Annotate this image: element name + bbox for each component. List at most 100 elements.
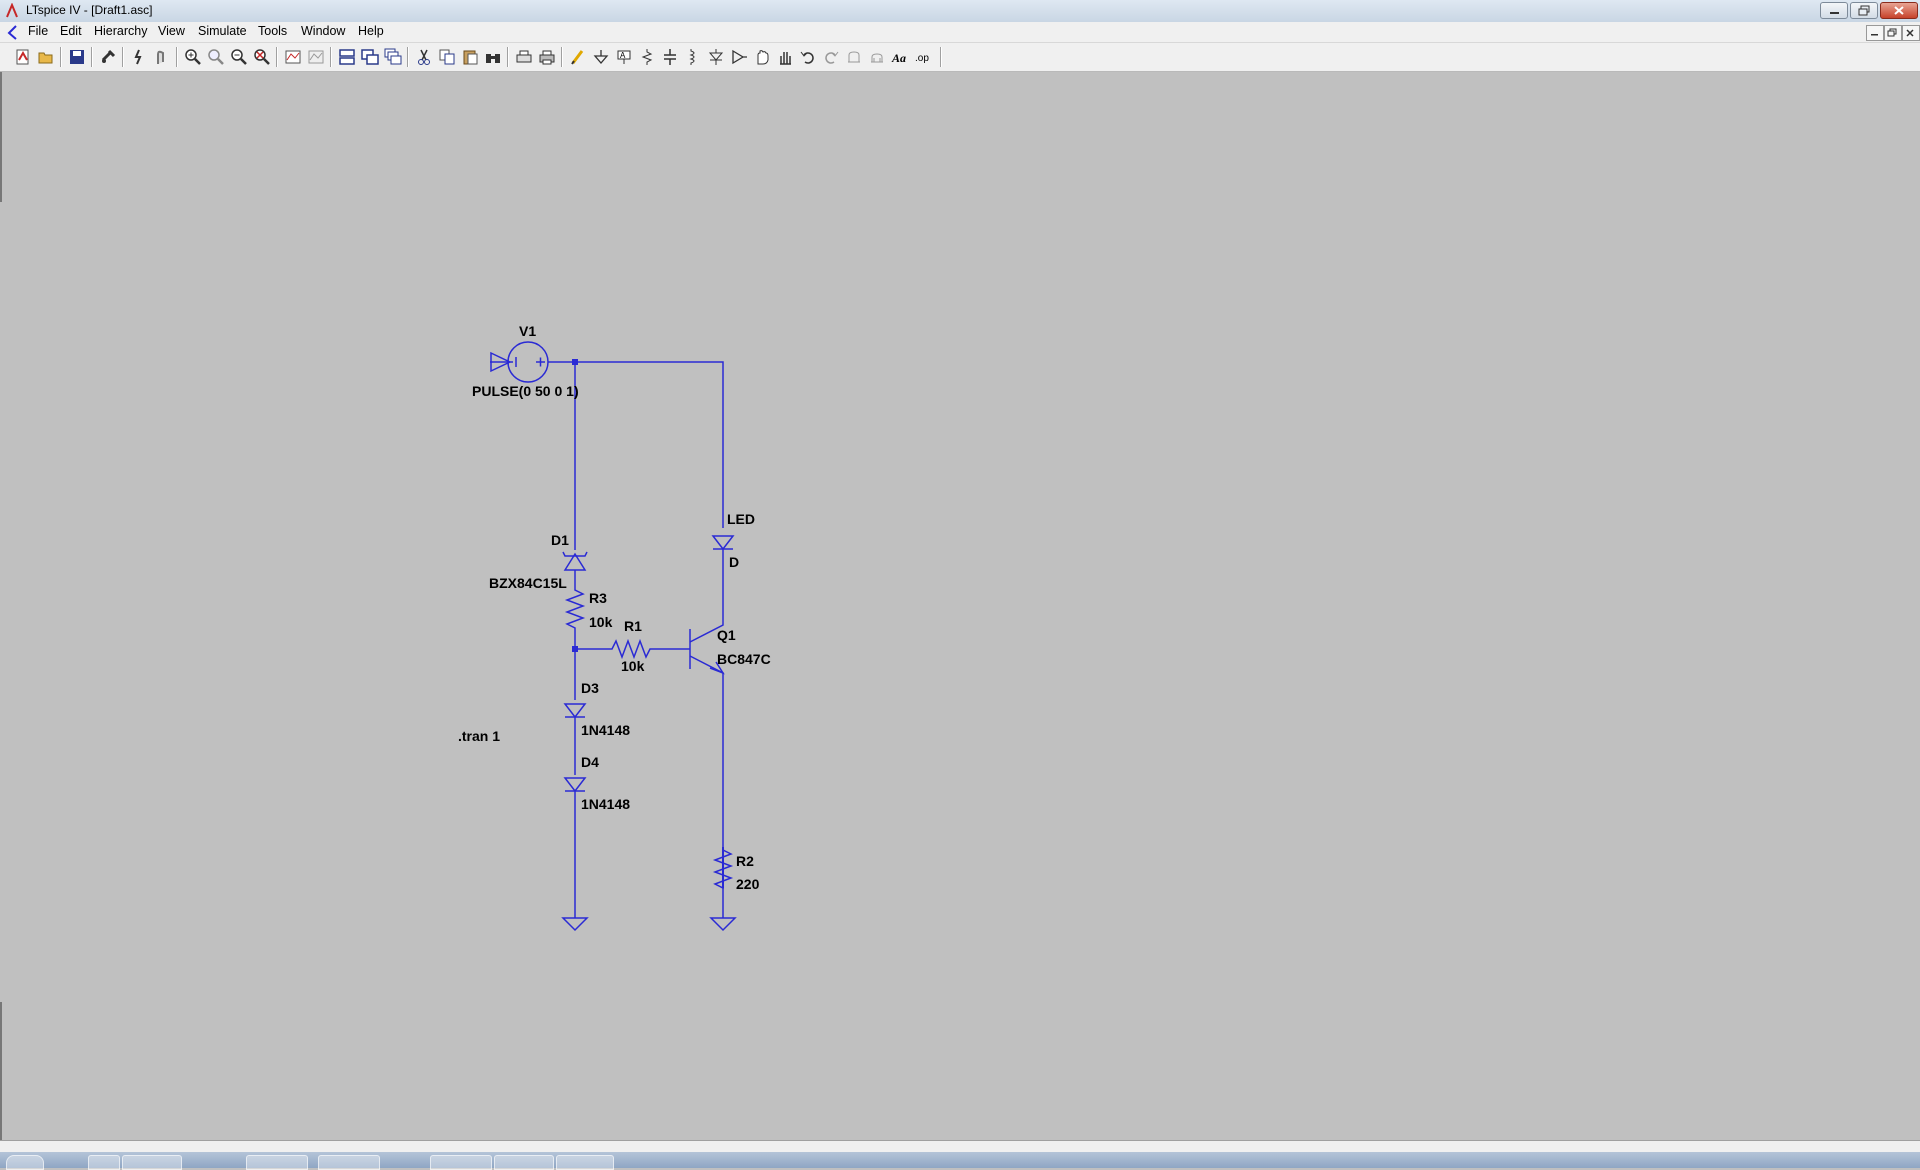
save-icon[interactable] (68, 48, 86, 66)
wire-top[interactable] (548, 361, 724, 528)
close-button[interactable] (1880, 2, 1918, 19)
ground-right[interactable] (709, 917, 737, 932)
d1-zener-diode[interactable] (562, 551, 588, 584)
undo-icon[interactable] (799, 48, 817, 66)
ground-left[interactable] (561, 847, 589, 932)
d3-value-label[interactable]: 1N4148 (581, 722, 630, 738)
v1-value-label[interactable]: PULSE(0 50 0 1) (472, 383, 579, 399)
window-title: LTspice IV - [Draft1.asc] (26, 3, 153, 17)
d4-value-label[interactable]: 1N4148 (581, 796, 630, 812)
autorange-icon[interactable] (284, 48, 302, 66)
close-icon (1906, 29, 1914, 37)
spice-directive-label[interactable]: .tran 1 (458, 728, 500, 744)
component-icon[interactable] (730, 48, 748, 66)
document-icon[interactable] (4, 24, 20, 40)
menu-window[interactable]: Window (301, 24, 346, 38)
d4-name-label[interactable]: D4 (581, 754, 599, 770)
junction-node-top (572, 359, 578, 365)
drag-icon[interactable] (776, 48, 794, 66)
os-taskbar (0, 1152, 1920, 1170)
run-icon[interactable] (153, 48, 171, 66)
zoom-area-icon[interactable] (207, 48, 225, 66)
d1-value-label[interactable]: BZX84C15L (489, 575, 567, 591)
restore-icon (1887, 28, 1897, 37)
q1-value-label[interactable]: BC847C (717, 651, 771, 667)
label-net-icon[interactable]: A (615, 48, 633, 66)
inductor-icon[interactable] (684, 48, 702, 66)
zoom-fit-icon[interactable] (253, 48, 271, 66)
zoom-in-icon[interactable] (184, 48, 202, 66)
menu-view[interactable]: View (158, 24, 185, 38)
d3-name-label[interactable]: D3 (581, 680, 599, 696)
led-name-label[interactable]: LED (727, 511, 755, 527)
print-icon[interactable] (538, 48, 556, 66)
draw-wire-icon[interactable] (569, 48, 587, 66)
delete-waveform-icon[interactable] (307, 48, 325, 66)
r1-name-label[interactable]: R1 (624, 618, 642, 634)
cascade-icon[interactable] (384, 48, 402, 66)
redo-icon[interactable] (822, 48, 840, 66)
v1-voltage-source[interactable] (490, 341, 549, 383)
menu-hierarchy[interactable]: Hierarchy (94, 24, 148, 38)
mdi-minimize-button[interactable] (1866, 25, 1884, 41)
rotate-icon[interactable] (845, 48, 863, 66)
copy-icon[interactable] (438, 48, 456, 66)
capacitor-icon[interactable] (661, 48, 679, 66)
r2-value-label[interactable]: 220 (736, 876, 760, 892)
control-panel-icon[interactable] (99, 48, 117, 66)
close-icon (1894, 6, 1904, 15)
r3-resistor[interactable] (564, 584, 586, 647)
find-icon[interactable] (484, 48, 502, 66)
restore-button[interactable] (1850, 2, 1878, 19)
d4-diode[interactable] (563, 777, 587, 847)
d1-name-label[interactable]: D1 (551, 532, 569, 548)
ground-icon[interactable] (592, 48, 610, 66)
led-value-label[interactable]: D (729, 554, 739, 570)
toolbar: A Aa .op (0, 43, 1920, 72)
mirror-icon[interactable] (868, 48, 886, 66)
cut-icon[interactable] (415, 48, 433, 66)
paste-icon[interactable] (461, 48, 479, 66)
svg-text:.op: .op (915, 53, 929, 64)
r3-value-label[interactable]: 10k (589, 614, 613, 630)
r2-name-label[interactable]: R2 (736, 853, 754, 869)
zoom-out-icon[interactable] (230, 48, 248, 66)
d3-diode[interactable] (563, 649, 587, 775)
menu-bar: File Edit Hierarchy View Simulate Tools … (0, 22, 1920, 43)
spice-directive-icon[interactable]: .op (914, 48, 932, 66)
r1-value-label[interactable]: 10k (621, 658, 645, 674)
ltspice-app-icon (6, 3, 18, 18)
r1-resistor[interactable] (575, 638, 690, 660)
halt-icon[interactable] (130, 48, 148, 66)
new-schematic-icon[interactable] (14, 48, 32, 66)
tile-horizontal-icon[interactable] (338, 48, 356, 66)
resistor-icon[interactable] (638, 48, 656, 66)
v1-name-label[interactable]: V1 (519, 323, 536, 339)
tile-vertical-icon[interactable] (361, 48, 379, 66)
q1-name-label[interactable]: Q1 (717, 627, 736, 643)
schematic-canvas[interactable]: V1 PULSE(0 50 0 1) D1 BZX84C15L R3 10k R… (0, 72, 1920, 1140)
diode-icon[interactable] (707, 48, 725, 66)
mdi-close-button[interactable] (1902, 25, 1920, 41)
r3-name-label[interactable]: R3 (589, 590, 607, 606)
title-bar: LTspice IV - [Draft1.asc] (0, 0, 1920, 23)
canvas-left-edge (0, 72, 2, 202)
svg-text:A: A (620, 51, 626, 60)
menu-simulate[interactable]: Simulate (198, 24, 247, 38)
schematic-drawing: V1 PULSE(0 50 0 1) D1 BZX84C15L R3 10k R… (458, 323, 771, 932)
move-icon[interactable] (753, 48, 771, 66)
q1-transistor[interactable] (689, 615, 725, 842)
minimize-icon (1830, 12, 1839, 14)
menu-help[interactable]: Help (358, 24, 384, 38)
svg-text:Aa: Aa (891, 51, 906, 65)
mdi-restore-button[interactable] (1884, 25, 1902, 41)
menu-tools[interactable]: Tools (258, 24, 288, 38)
minimize-button[interactable] (1820, 2, 1848, 19)
print-setup-icon[interactable] (515, 48, 533, 66)
menu-edit[interactable]: Edit (60, 24, 82, 38)
led-diode[interactable] (711, 535, 735, 615)
open-icon[interactable] (37, 48, 55, 66)
text-icon[interactable]: Aa (891, 48, 909, 66)
menu-file[interactable]: File (28, 24, 49, 38)
minimize-icon (1871, 34, 1878, 36)
